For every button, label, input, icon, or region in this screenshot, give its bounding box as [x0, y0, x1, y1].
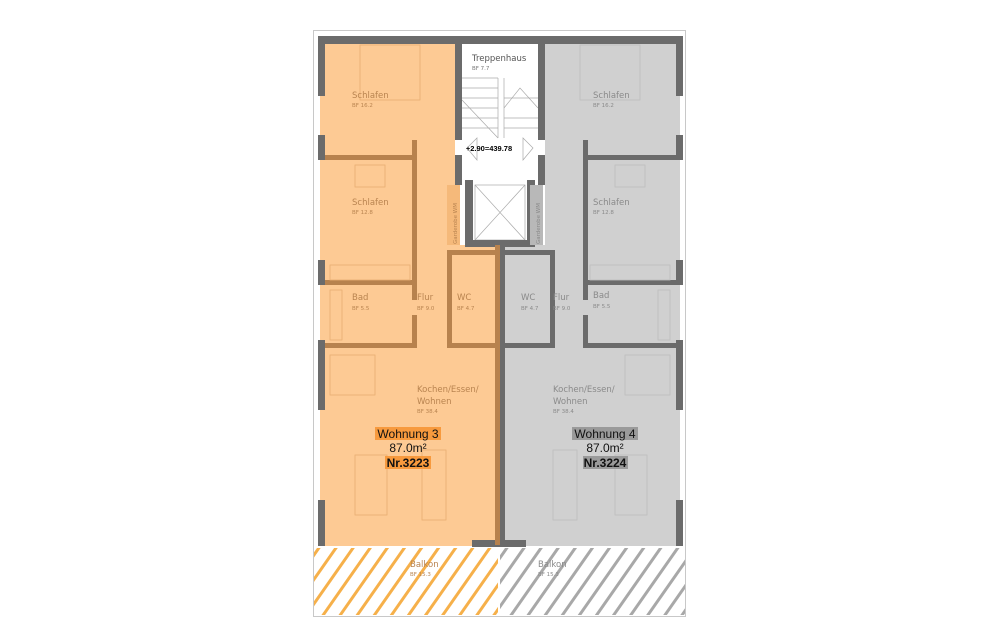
room-bf: BF 9.0	[553, 306, 571, 312]
room-name: Wohnen	[417, 397, 452, 407]
unit-4-nr: Nr.3224	[584, 456, 627, 470]
unit-4-area-2	[500, 245, 545, 546]
room-bf: BF 16.2	[352, 103, 373, 109]
room-bf: BF 12.8	[352, 210, 373, 216]
garderobe-4	[530, 185, 543, 245]
garderobe-label: Garderobe WM	[536, 203, 542, 244]
room-bf: BF 38.4	[417, 409, 438, 415]
unit-3-nr-bg	[385, 456, 431, 469]
room-name: Flur	[553, 293, 570, 303]
garderobe-3	[447, 185, 460, 245]
room-name: Schlafen	[593, 198, 630, 208]
balkon-4	[500, 548, 685, 615]
room-bf: BF 4.7	[457, 306, 475, 312]
unit-3-labels: Schlafen BF 16.2 Schlafen BF 12.8 Bad BF…	[352, 91, 479, 578]
core-bf: BF 7.7	[472, 66, 490, 72]
room-bf: BF 4.7	[521, 306, 539, 312]
furniture	[329, 44, 671, 521]
room-name: Kochen/Essen/	[553, 385, 615, 395]
unit-4-labels: Schlafen BF 16.2 Schlafen BF 12.8 Bad BF…	[521, 91, 630, 578]
room-name: Balkon	[538, 560, 567, 570]
room-name: Wohnen	[553, 397, 588, 407]
room-name: Schlafen	[593, 91, 630, 101]
room-bf: BF 38.4	[553, 409, 574, 415]
room-bf: BF 15.3	[410, 572, 431, 578]
elevation-label: +2.90=439.78	[466, 144, 512, 153]
unit-3-area	[320, 44, 455, 546]
room-bf: BF 9.0	[417, 306, 435, 312]
unit-4-nr-bg	[583, 456, 628, 469]
unit-4-name: Wohnung 4	[574, 427, 635, 441]
unit-3-name-bg	[375, 427, 441, 440]
unit-4-area: 87.0m²	[586, 441, 623, 455]
balkon-3	[314, 548, 498, 615]
room-name: Bad	[352, 293, 368, 303]
room-name: Schlafen	[352, 91, 389, 101]
room-name: WC	[457, 293, 471, 303]
core-name: Treppenhaus	[471, 54, 527, 64]
unit-3-nr: Nr.3223	[387, 456, 430, 470]
unit-3-area: 87.0m²	[389, 441, 426, 455]
room-bf: BF 12.8	[593, 210, 614, 216]
unit-3-name: Wohnung 3	[377, 427, 438, 441]
room-name: Flur	[417, 293, 434, 303]
room-name: Schlafen	[352, 198, 389, 208]
room-name: Kochen/Essen/	[417, 385, 479, 395]
room-bf: BF 5.5	[352, 306, 370, 312]
room-bf: BF 5.5	[593, 304, 611, 310]
unit-3-walls	[325, 140, 500, 545]
room-bf: BF 15.3	[538, 572, 559, 578]
unit-4-name-bg	[572, 427, 638, 440]
unit-3-area-2	[455, 245, 497, 546]
garderobe-label: Garderobe WM	[453, 203, 459, 244]
room-bf: BF 16.2	[593, 103, 614, 109]
room-name: WC	[521, 293, 535, 303]
room-name: Balkon	[410, 560, 439, 570]
room-name: Bad	[593, 291, 609, 301]
